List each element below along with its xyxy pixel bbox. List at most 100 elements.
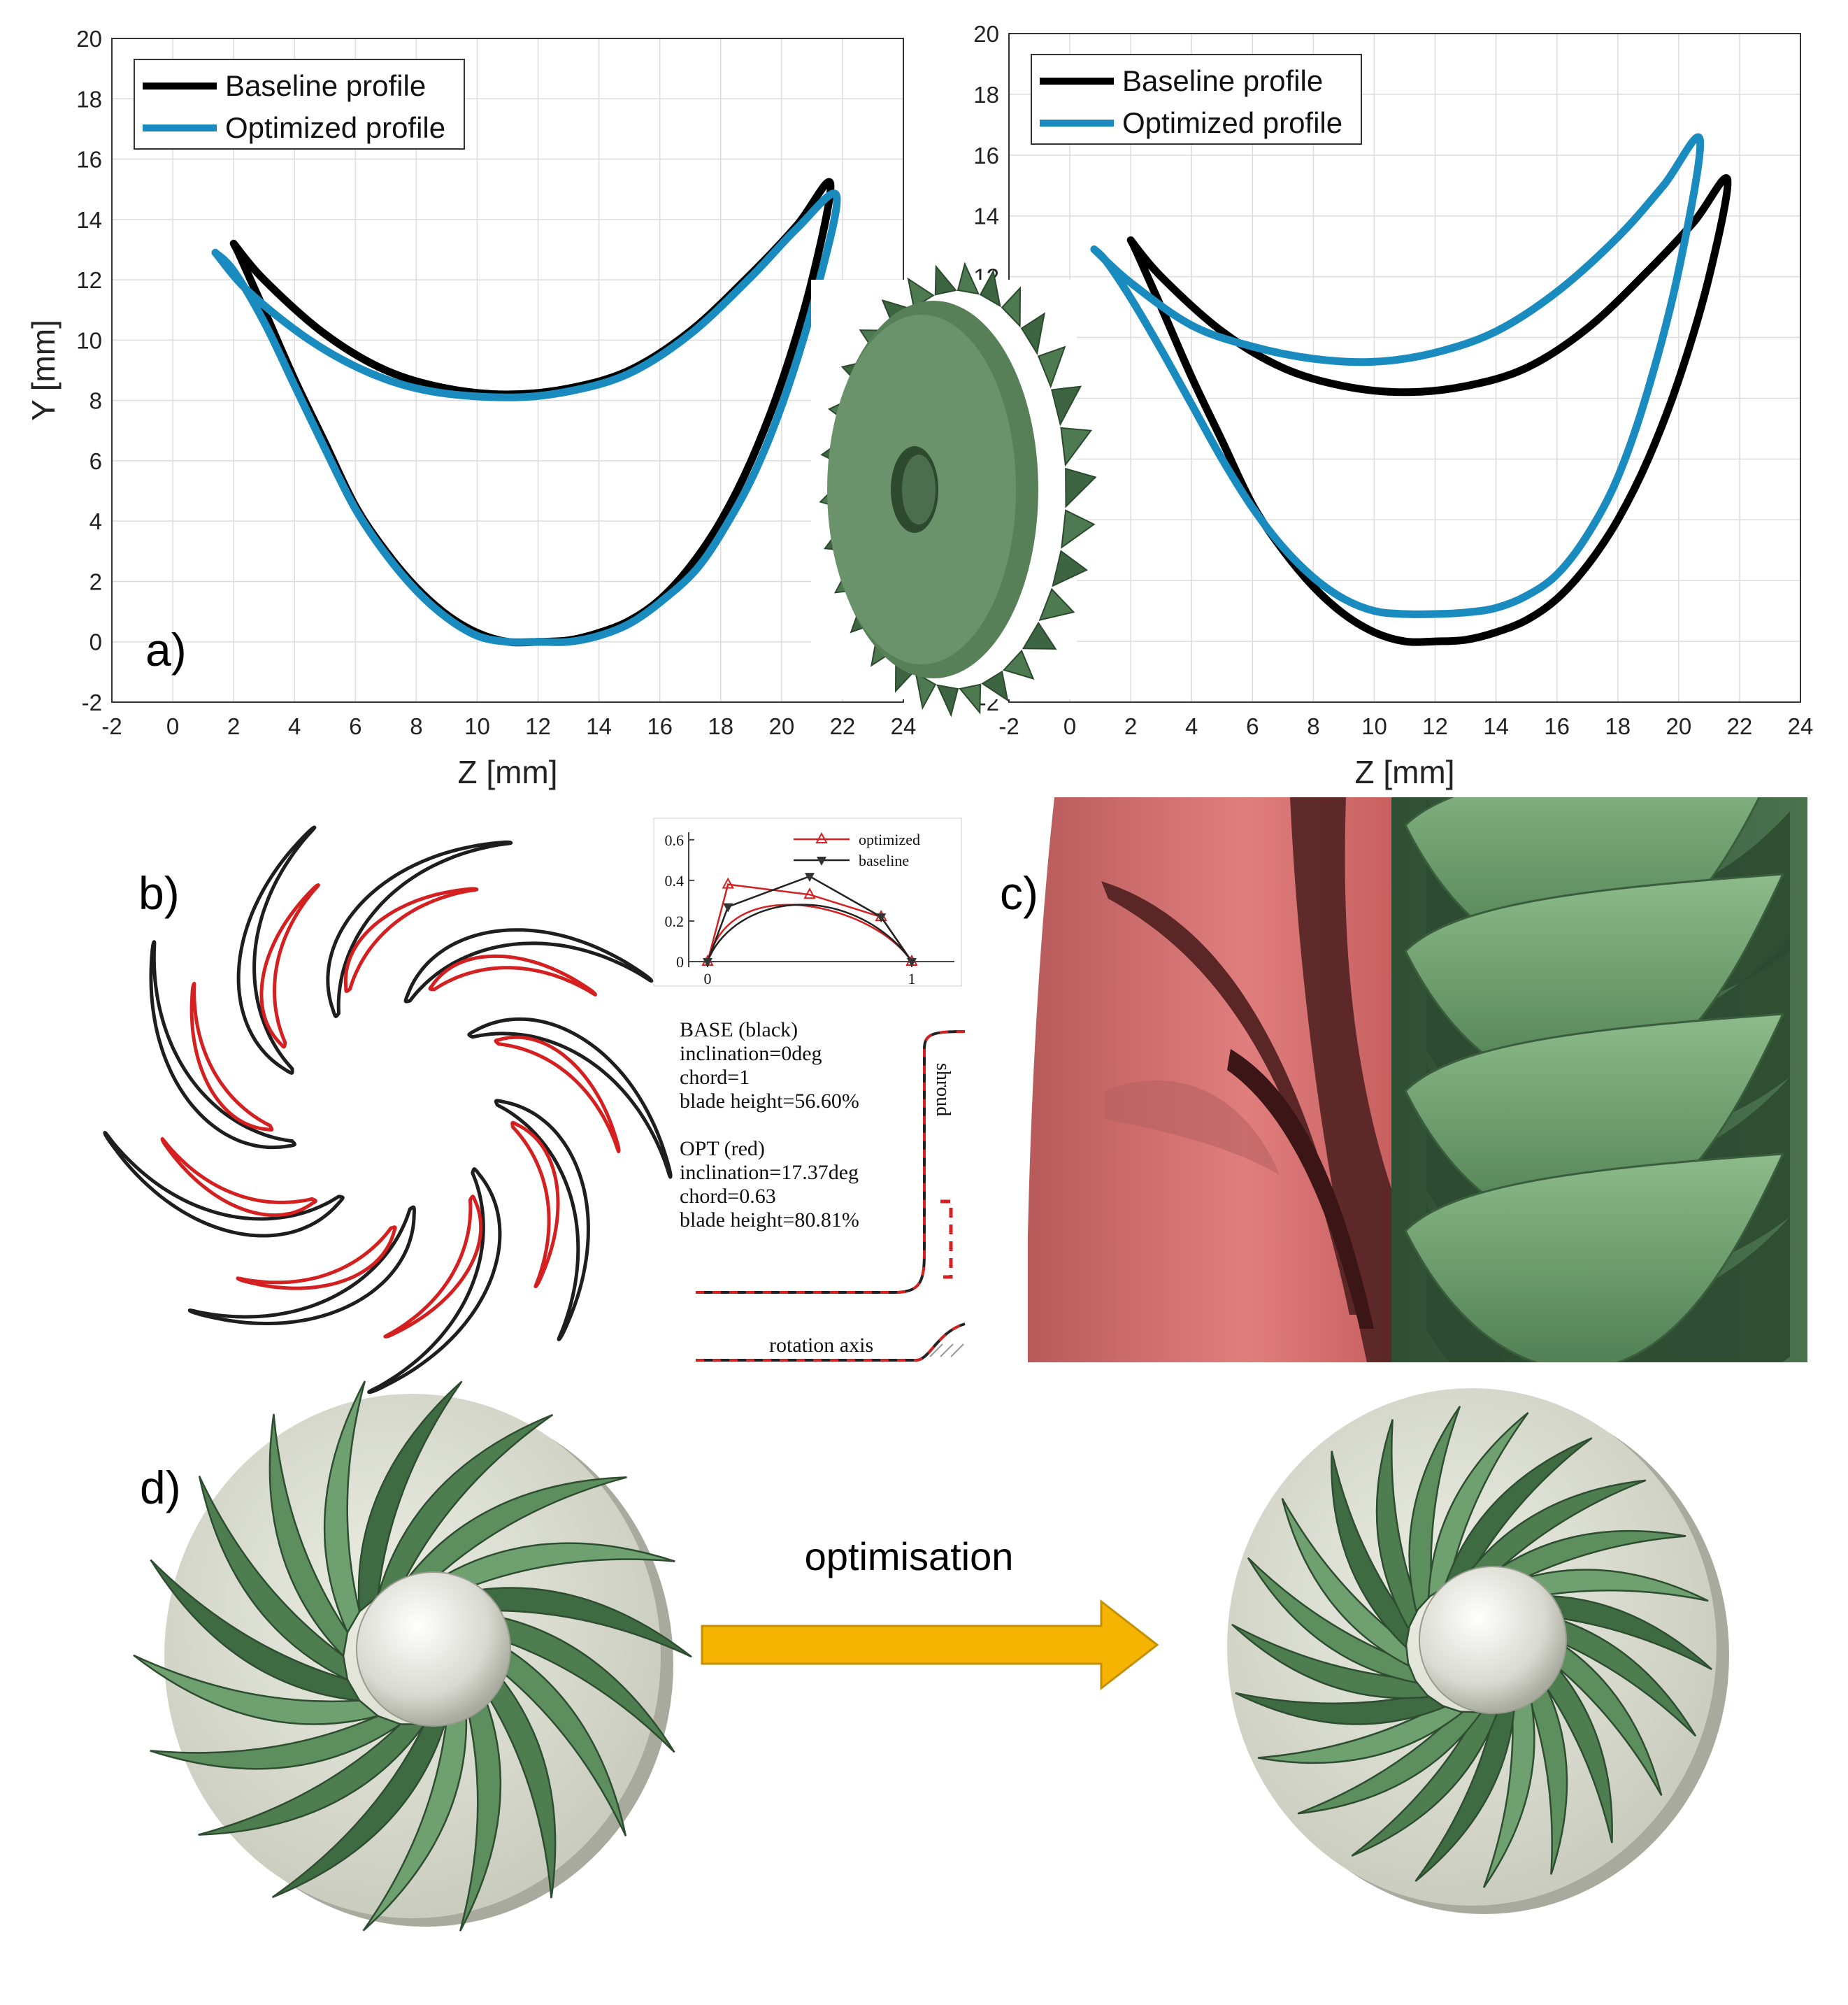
rotor-blade <box>1231 1623 1431 1699</box>
x-tick-label: 24 <box>891 713 917 739</box>
y-tick-label: 16 <box>973 143 999 169</box>
disk-tooth <box>981 670 1009 702</box>
y-tick-label: 2 <box>89 569 102 594</box>
x-tick-label: -2 <box>998 713 1019 739</box>
rotor-blade <box>1351 1706 1501 1857</box>
rotor-blade <box>445 1587 692 1658</box>
x-tick-label: 2 <box>227 713 240 739</box>
blade-section <box>494 1099 590 1341</box>
y-tick-label: -2 <box>82 690 102 715</box>
base-blade-height: blade height=56.60% <box>680 1090 859 1113</box>
disk-tooth <box>1020 312 1046 355</box>
rotation-axis-label: rotation axis <box>769 1334 873 1357</box>
base-title: BASE (black) <box>680 1018 798 1041</box>
disk-tooth <box>1052 550 1089 587</box>
panel-label-d: d) <box>140 1462 181 1513</box>
x-tick-label: 10 <box>1361 713 1387 739</box>
x-tick-label: 6 <box>349 713 361 739</box>
rotor-blade <box>323 1380 366 1634</box>
y-tick-label: 8 <box>89 388 102 414</box>
x-tick-label: -2 <box>101 713 122 739</box>
panel-b-annotation: BASE (black) inclination=0deg chord=1 bl… <box>680 1018 859 1232</box>
x-tick-label: 0 <box>1063 713 1076 739</box>
x-tick-label: 0 <box>704 970 712 987</box>
rotor-blade <box>1524 1663 1568 1875</box>
rotor-blade <box>1408 1406 1461 1613</box>
rotor-blade <box>357 1380 463 1613</box>
rotor-blade <box>1497 1569 1709 1602</box>
disk-tooth <box>907 277 935 309</box>
y-tick-label: 4 <box>89 508 102 534</box>
rotor-blade <box>1297 1711 1483 1815</box>
x-tick-label: 14 <box>1483 713 1509 739</box>
baseline-rotor-render <box>133 1380 692 1932</box>
y-tick-label: 0.6 <box>665 832 685 849</box>
x-tick-label: 6 <box>1246 713 1259 739</box>
x-tick-label: 22 <box>830 713 856 739</box>
rotor-blade <box>271 1714 449 1899</box>
disk-tooth <box>959 683 982 715</box>
rotor-blade <box>1257 1704 1465 1764</box>
rotor-blade <box>1281 1497 1410 1667</box>
blade-section <box>259 883 320 1049</box>
x-tick-label: 8 <box>410 713 422 739</box>
y-tick-label: 18 <box>973 82 999 108</box>
y-tick-label: 0.2 <box>665 913 685 930</box>
rotor-blade <box>1534 1627 1663 1797</box>
rotor-blade <box>198 1723 427 1836</box>
turbine-disk-illustration <box>811 262 1097 718</box>
base-inclination: inclination=0deg <box>680 1042 822 1065</box>
blade-section <box>189 981 274 1132</box>
opt-title: OPT (red) <box>680 1137 765 1160</box>
x-tick-label: 16 <box>1544 713 1570 739</box>
legend-entry: optimized <box>859 831 920 848</box>
disk-tooth <box>1061 509 1096 549</box>
x-tick-label: 10 <box>464 713 490 739</box>
rotor-blade <box>1479 1529 1686 1590</box>
blade-section <box>187 1205 416 1326</box>
y-tick-label: 20 <box>76 26 102 52</box>
rotor-blade <box>1526 1610 1697 1737</box>
x-tick-label: 20 <box>768 713 794 739</box>
x-tick-label: 20 <box>1666 713 1691 739</box>
blade-comparison-render <box>1028 797 1807 1362</box>
disk-tooth <box>979 269 1001 308</box>
opt-chord: chord=0.63 <box>680 1185 776 1208</box>
rotor-hub <box>356 1571 511 1727</box>
legend-entry: Baseline profile <box>225 69 426 102</box>
series-line-optimized <box>211 190 841 646</box>
disk-tooth <box>1050 385 1082 427</box>
y-axis-label: Y [mm] <box>25 320 62 421</box>
blade-section <box>494 1035 621 1154</box>
data-point <box>805 873 815 883</box>
optimisation-arrow <box>701 1599 1159 1691</box>
rotor-blade <box>1414 1695 1517 1882</box>
rotor-blade <box>1375 1419 1420 1631</box>
legend-entry: Optimized profile <box>225 111 445 144</box>
legend-entry: Optimized profile <box>1122 106 1342 139</box>
blade-section <box>149 940 296 1150</box>
x-tick-label: 1 <box>908 970 916 987</box>
y-tick-label: 0.4 <box>665 872 685 890</box>
data-point <box>803 887 816 899</box>
rotor-blade <box>1482 1681 1535 1888</box>
camber-curve <box>706 904 913 962</box>
rotor-blade <box>422 1542 675 1597</box>
x-axis-label: Z [mm] <box>1354 754 1454 790</box>
base-chord: chord=1 <box>680 1066 750 1089</box>
data-point <box>876 913 887 923</box>
blade-section <box>343 887 479 993</box>
x-tick-label: 16 <box>647 713 673 739</box>
shroud-label: shroud <box>932 1063 954 1116</box>
rotor-blade <box>362 1699 468 1932</box>
blade-section <box>326 840 513 1018</box>
x-axis-label: Z [mm] <box>457 754 557 790</box>
x-tick-label: 0 <box>166 713 179 739</box>
opt-inclination: inclination=17.37deg <box>680 1161 859 1184</box>
optimized-rotor-render <box>1227 1388 1729 1914</box>
rotor-blade <box>1427 1412 1529 1599</box>
legend-box <box>1031 54 1362 145</box>
